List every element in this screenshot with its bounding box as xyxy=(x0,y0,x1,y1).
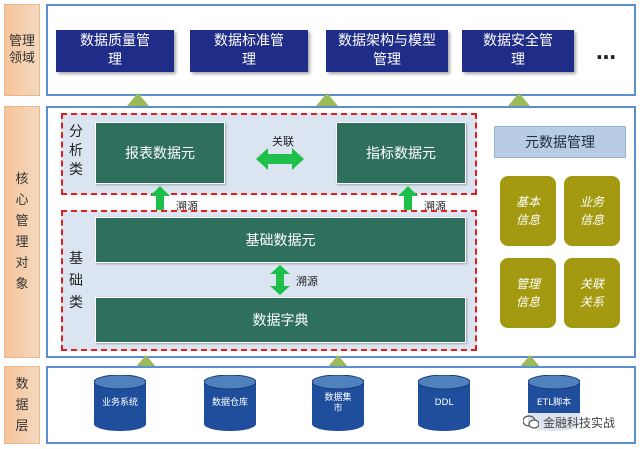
relation-double-arrow-icon xyxy=(256,148,304,170)
source-etl-script: ETL脚本 xyxy=(536,397,572,408)
database-cylinder[interactable]: 数据仓库 xyxy=(204,375,256,431)
data-architecture-box[interactable]: 数据架构与模型管理 xyxy=(326,30,448,72)
side-label-data-layer-text: 数据层 xyxy=(15,376,29,434)
database-cylinder[interactable]: 数据集市 xyxy=(312,375,364,431)
indicator-meta-box[interactable]: 指标数据元 xyxy=(336,122,466,184)
management-info-card[interactable]: 管理信息 xyxy=(500,258,556,328)
watermark: 金融科技实战 xyxy=(520,413,619,431)
source-data-mart: 数据集市 xyxy=(324,393,352,414)
source-ddl: DDL xyxy=(434,397,454,408)
trace-arrow-icon xyxy=(270,265,290,295)
basic-info-card[interactable]: 基本信息 xyxy=(500,176,556,246)
metadata-management-label: 元数据管理 xyxy=(525,135,595,151)
up-arrow-icon xyxy=(519,355,541,368)
data-standard-label: 数据标准管理 xyxy=(214,33,284,68)
trace-label-right: 溯源 xyxy=(424,200,446,213)
indicator-meta-label: 指标数据元 xyxy=(366,146,436,162)
analysis-category-label: 分析类 xyxy=(69,124,83,178)
up-arrow-icon xyxy=(508,93,530,106)
basic-meta-box[interactable]: 基础数据元 xyxy=(95,217,466,263)
up-arrow-icon xyxy=(127,93,149,106)
basic-meta-label: 基础数据元 xyxy=(245,233,316,249)
metadata-management-title[interactable]: 元数据管理 xyxy=(494,126,626,158)
basic-info-label: 基本信息 xyxy=(515,195,540,227)
data-standard-box[interactable]: 数据标准管理 xyxy=(190,30,308,72)
trace-label-left: 溯源 xyxy=(176,200,198,213)
more-ellipsis: … xyxy=(596,40,618,64)
database-icon xyxy=(312,375,364,431)
business-info-label: 业务信息 xyxy=(579,195,604,227)
relation-info-label: 关联关系 xyxy=(579,277,604,309)
database-cylinder[interactable]: 业务系统 xyxy=(94,375,146,431)
side-label-management-text: 管理领域 xyxy=(8,34,35,66)
report-meta-label: 报表数据元 xyxy=(125,146,195,162)
side-label-core: 核心管理对象 xyxy=(4,106,40,358)
basic-category-label: 基础类 xyxy=(69,251,83,311)
source-data-warehouse: 数据仓库 xyxy=(211,397,248,408)
up-arrow-icon xyxy=(327,355,349,368)
database-icon xyxy=(418,375,470,431)
database-icon xyxy=(94,375,146,431)
wechat-icon xyxy=(523,415,539,429)
management-info-label: 管理信息 xyxy=(515,277,540,309)
data-security-box[interactable]: 数据安全管理 xyxy=(462,30,574,72)
side-label-data-layer: 数据层 xyxy=(4,366,40,444)
data-dictionary-label: 数据字典 xyxy=(252,313,309,329)
side-label-core-text: 核心管理对象 xyxy=(15,172,29,292)
data-dictionary-box[interactable]: 数据字典 xyxy=(95,297,466,343)
source-business-system: 业务系统 xyxy=(101,397,138,408)
data-architecture-label: 数据架构与模型管理 xyxy=(338,33,436,68)
trace-label-center: 溯源 xyxy=(296,275,318,288)
report-meta-box[interactable]: 报表数据元 xyxy=(95,122,225,184)
up-arrow-icon xyxy=(135,355,157,368)
side-label-management: 管理领域 xyxy=(4,4,40,96)
data-quality-box[interactable]: 数据质量管理 xyxy=(56,30,174,72)
relation-label: 关联 xyxy=(272,135,294,148)
database-cylinder[interactable]: DDL xyxy=(418,375,470,431)
data-security-label: 数据安全管理 xyxy=(483,33,553,68)
up-arrow-icon xyxy=(316,93,338,106)
database-icon xyxy=(204,375,256,431)
relation-info-card[interactable]: 关联关系 xyxy=(564,258,620,328)
watermark-text: 金融科技实战 xyxy=(543,415,616,430)
business-info-card[interactable]: 业务信息 xyxy=(564,176,620,246)
data-quality-label: 数据质量管理 xyxy=(80,33,150,68)
